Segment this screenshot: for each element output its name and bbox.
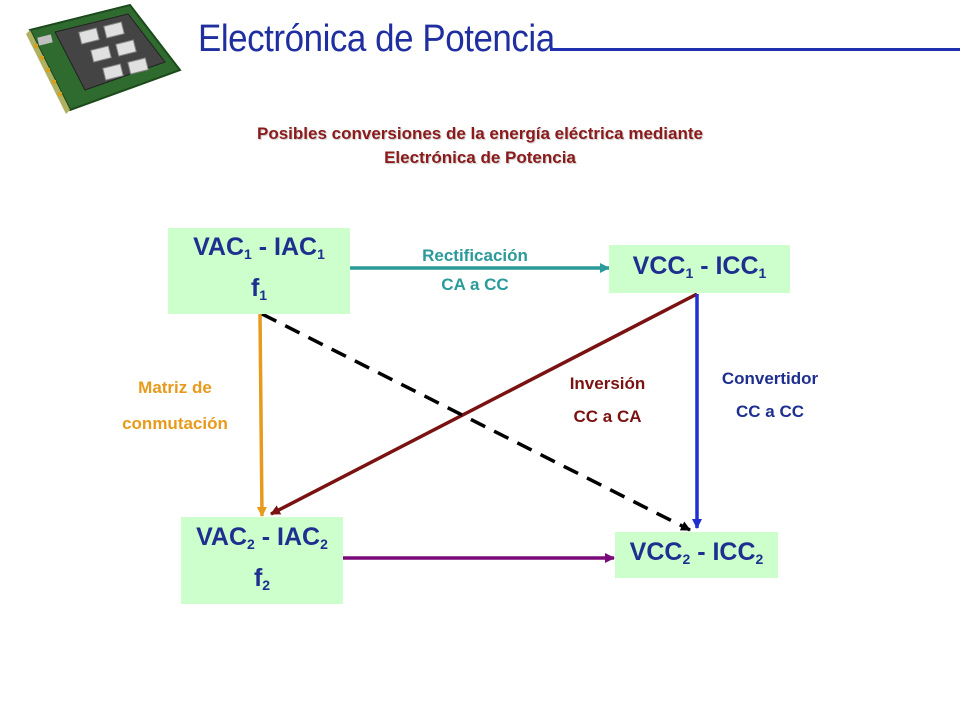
- node-vcc2-label: VCC2 - ICC2: [629, 537, 764, 567]
- node-vac1-frequency: f1: [250, 274, 268, 303]
- label-inversion-line-2: CC a CA: [573, 407, 642, 426]
- node-vac2-label: VAC2 - IAC2: [196, 522, 328, 552]
- arrow-ac1-to-dc2-dashed: [261, 312, 691, 532]
- label-matrix-converter: Matriz de conmutación: [100, 370, 250, 442]
- node-vac1-label: VAC1 - IAC1: [193, 233, 325, 262]
- node-vcc2-icc2: VCC2 - ICC2: [615, 532, 778, 578]
- label-matrix-line-2: conmutación: [122, 414, 228, 433]
- diagram-subtitle: Posibles conversiones de la energía eléc…: [0, 122, 960, 170]
- label-rectification-line-1: Rectificación: [422, 246, 528, 265]
- label-dcdc-line-1: Convertidor: [721, 369, 819, 388]
- label-matrix-line-1: Matriz de: [138, 378, 212, 397]
- node-vcc1-label: VCC1 - ICC1: [632, 251, 767, 281]
- label-rectification: Rectificación CA a CC: [395, 241, 555, 299]
- node-vac1-iac1: VAC1 - IAC1 f1: [168, 228, 350, 314]
- arrow-matrix-converter: [256, 313, 267, 517]
- page-title: Electrónica de Potencia: [198, 18, 555, 60]
- arrow-inversion: [270, 292, 698, 516]
- power-module-board-icon: [26, 3, 182, 114]
- label-inversion-line-1: Inversión: [569, 374, 646, 393]
- node-vcc1-icc1: VCC1 - ICC1: [609, 245, 790, 293]
- label-rectification-line-2: CA a CC: [441, 275, 509, 294]
- subtitle-line-1: Posibles conversiones de la energía eléc…: [257, 124, 703, 143]
- title-underline: [550, 48, 960, 51]
- label-dc-dc-converter: Convertidor CC a CC: [695, 362, 845, 428]
- node-vac2-iac2: VAC2 - IAC2 f2: [181, 517, 343, 604]
- node-vac2-frequency: f2: [253, 563, 271, 593]
- subtitle-line-2: Electrónica de Potencia: [384, 148, 576, 167]
- label-inversion: Inversión CC a CA: [540, 367, 675, 433]
- label-dcdc-line-2: CC a CC: [735, 402, 804, 421]
